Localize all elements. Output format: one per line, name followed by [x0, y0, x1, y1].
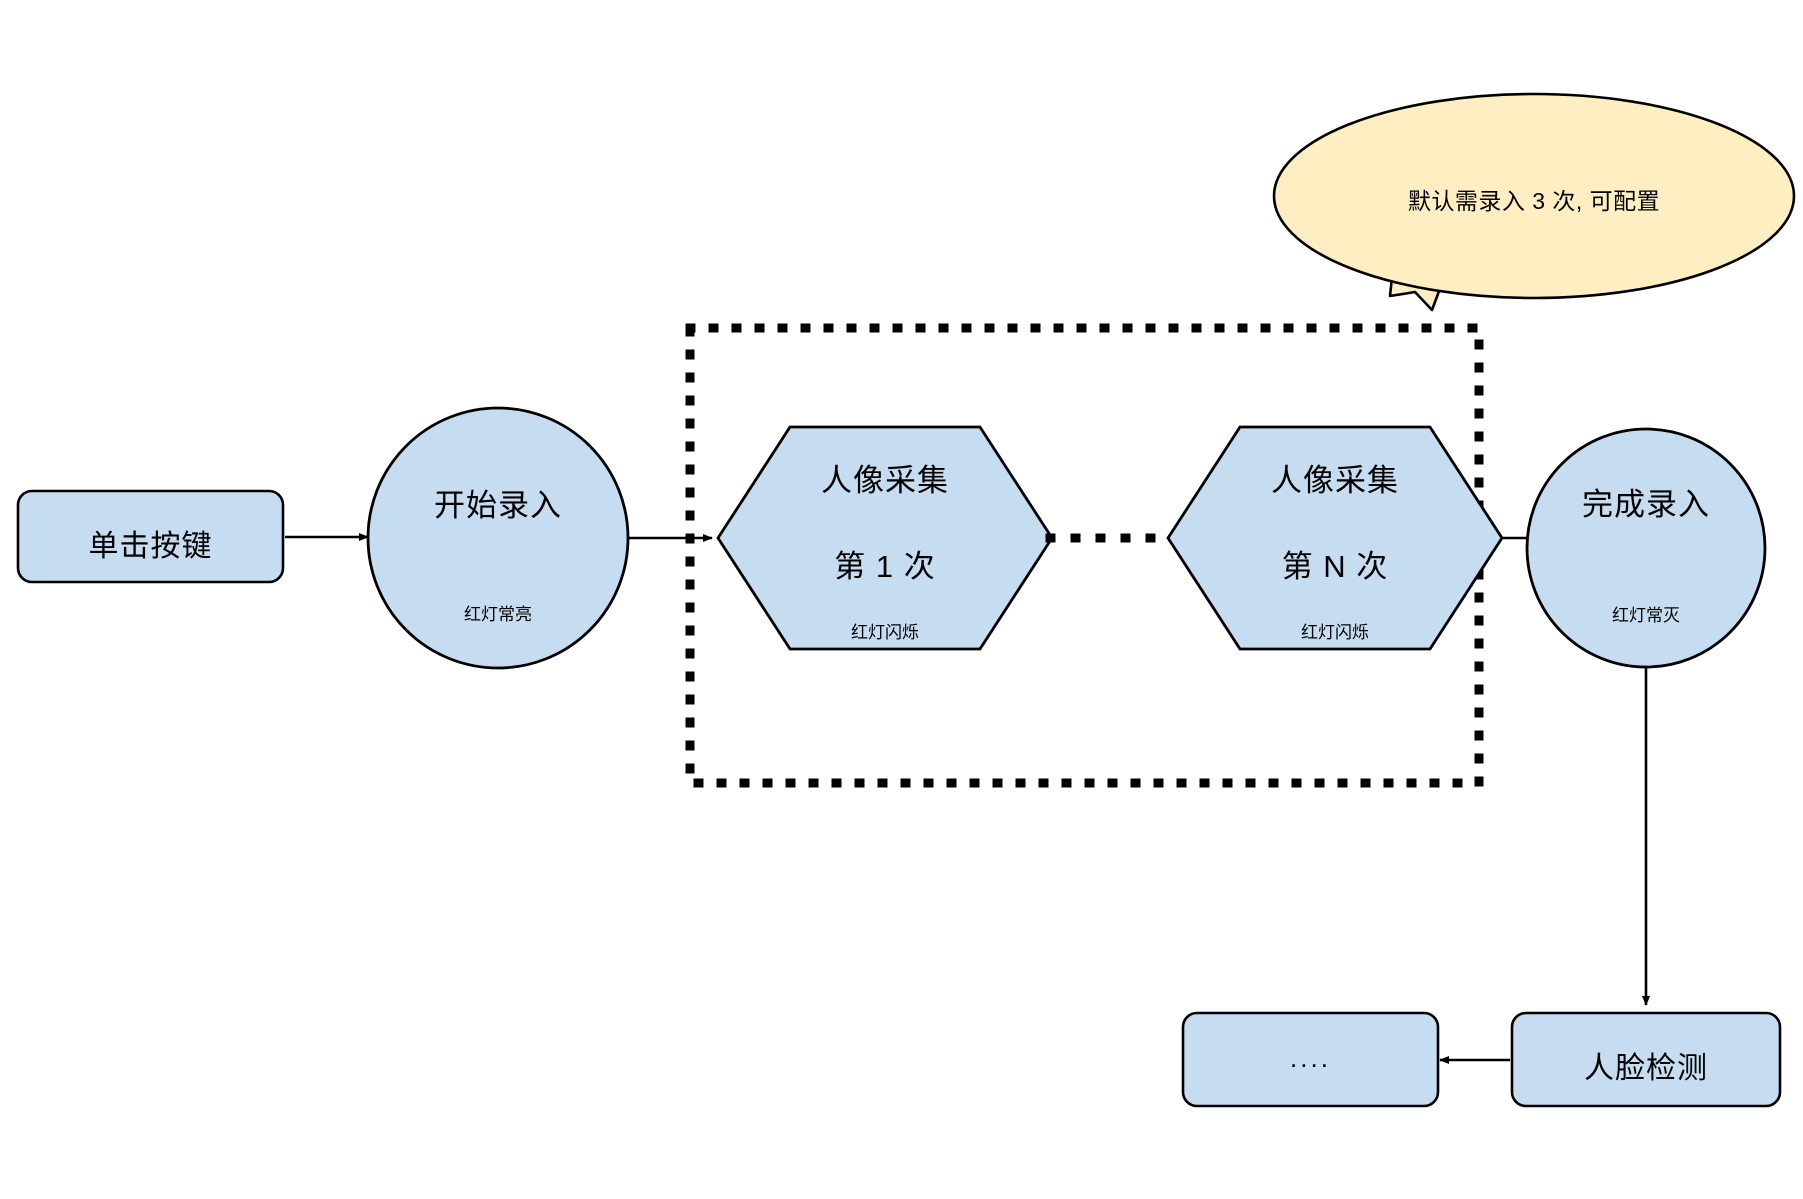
- node-capture-nth[interactable]: [1166, 425, 1504, 651]
- node-finish-enroll[interactable]: [1525, 427, 1767, 669]
- node-start-enroll[interactable]: [366, 406, 630, 670]
- callout-bubble: [1272, 92, 1796, 300]
- node-click-button[interactable]: [16, 489, 285, 584]
- node-more-steps[interactable]: [1181, 1011, 1440, 1108]
- node-capture-first[interactable]: [716, 425, 1054, 651]
- node-face-detect[interactable]: [1510, 1011, 1782, 1108]
